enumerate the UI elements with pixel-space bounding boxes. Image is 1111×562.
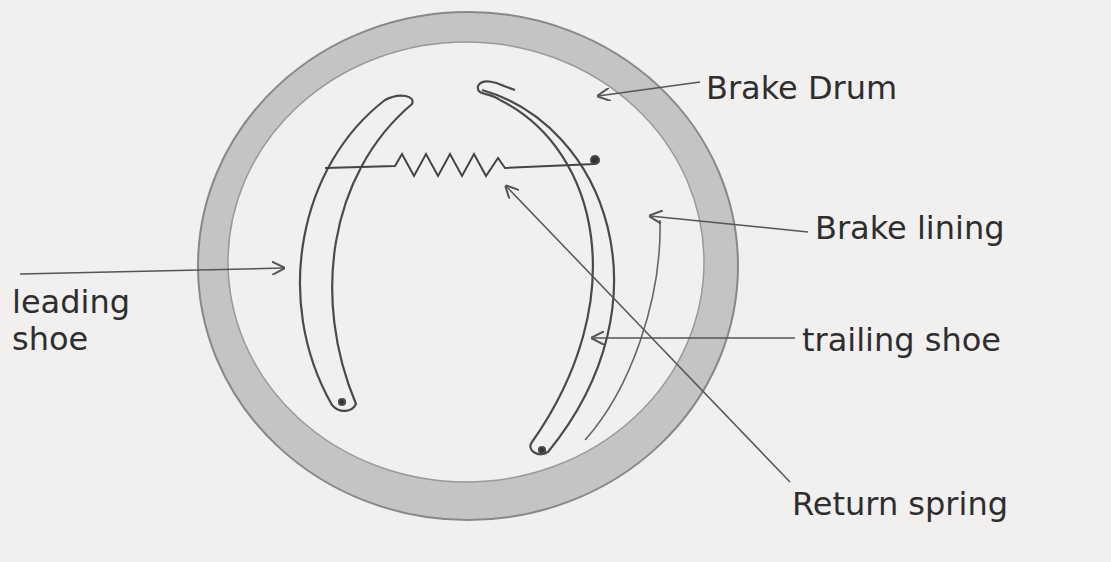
- brake-drum: [198, 12, 738, 520]
- drum-inner-surface: [228, 42, 704, 482]
- part-label: Brake lining: [815, 210, 1005, 247]
- leader-lines: [20, 82, 808, 482]
- part-label: leading shoe: [12, 284, 177, 358]
- part-label: trailing shoe: [802, 322, 1001, 359]
- brake-lining: [585, 220, 660, 440]
- leading-shoe: [300, 96, 413, 411]
- return-spring: [325, 154, 595, 176]
- trailing-shoe: [478, 81, 660, 454]
- part-label: Return spring: [792, 486, 1008, 523]
- part-label: Brake Drum: [706, 70, 897, 107]
